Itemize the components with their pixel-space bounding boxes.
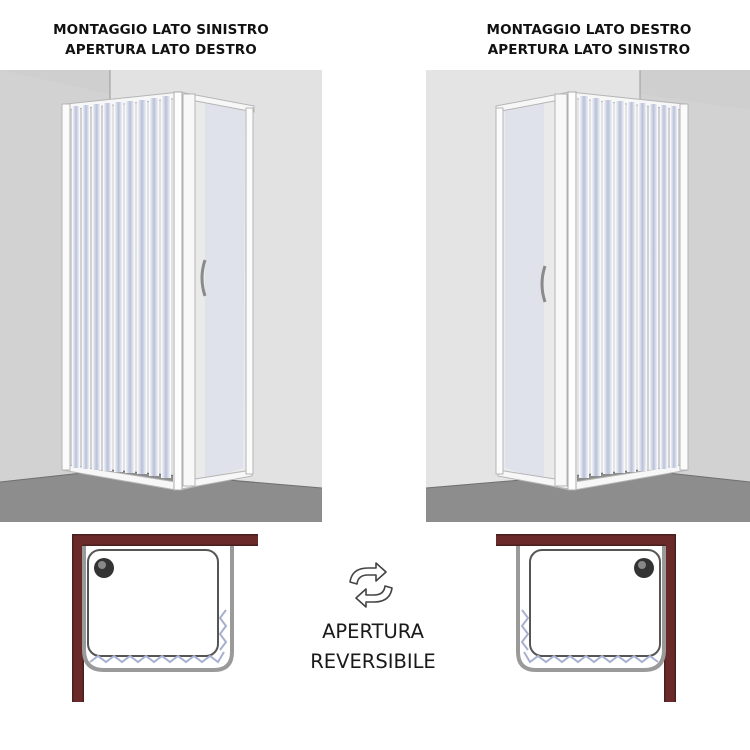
left-opening-label: APERTURA LATO DESTRO (65, 42, 257, 58)
left-mounting-label: MONTAGGIO LATO SINISTRO (53, 22, 269, 38)
right-mounting-label: MONTAGGIO LATO DESTRO (486, 22, 692, 38)
right-opening-label: APERTURA LATO SINISTRO (487, 42, 691, 58)
right-shower-illustration (426, 70, 750, 522)
right-plan-diagram (496, 534, 676, 702)
left-shower-illustration (0, 70, 322, 522)
right-option-caption: MONTAGGIO LATO DESTRO APERTURA LATO SINI… (428, 20, 750, 60)
reverse-arrows-icon (349, 562, 393, 608)
left-plan-diagram (72, 534, 258, 702)
reversible-line1: APERTURA (322, 620, 424, 643)
reversible-line2: REVERSIBILE (310, 650, 436, 673)
left-option-caption: MONTAGGIO LATO SINISTRO APERTURA LATO DE… (0, 20, 322, 60)
